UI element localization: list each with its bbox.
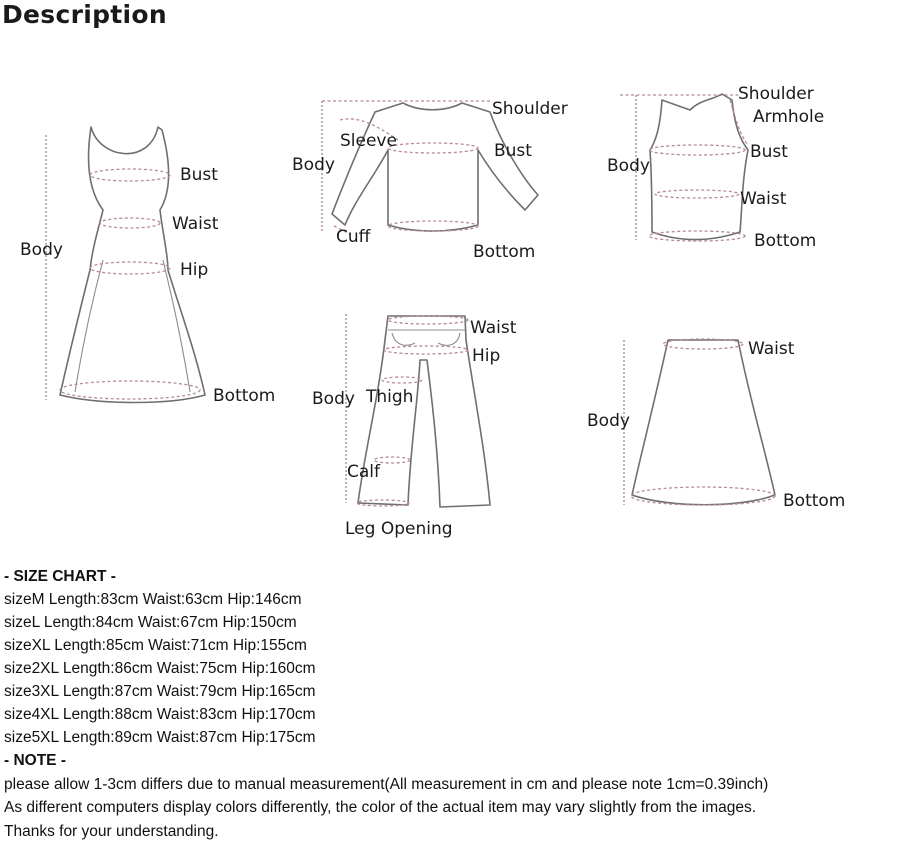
- dress-bottom-line: [59, 380, 201, 400]
- skirt-waist-line: [662, 338, 744, 350]
- dress-bottom-label: Bottom: [213, 386, 275, 406]
- vest-bust-label: Bust: [750, 142, 788, 162]
- vest-bottom-label: Bottom: [754, 231, 816, 251]
- dress-hip-line: [89, 261, 171, 275]
- dress-panel-line-left: [74, 259, 104, 393]
- top-bottom-line: [387, 220, 479, 232]
- note-line: please allow 1-3cm differs due to manual…: [4, 775, 769, 793]
- top-sleeve-label: Sleeve: [340, 131, 397, 151]
- pants-thigh-line: [381, 376, 423, 384]
- skirt-outline: [631, 339, 776, 506]
- dress-hip-label: Hip: [180, 260, 208, 280]
- measurement-diagrams: Bust Waist Hip Body Bottom Shoulder Slee…: [20, 84, 845, 539]
- size-row: sizeXL Length:85cm Waist:71cm Hip:155cm: [4, 637, 307, 654]
- vest-body-label: Body: [607, 156, 650, 176]
- vest-armhole-line: [729, 99, 749, 146]
- note-line: Thanks for your understanding.: [4, 822, 219, 840]
- pants-outline: [357, 315, 491, 508]
- top-bottom-label: Bottom: [473, 242, 535, 262]
- vest-outline: [649, 93, 749, 241]
- pants-body-label: Body: [312, 389, 355, 409]
- pants-waist-label: Waist: [470, 318, 517, 338]
- size-row: sizeL Length:84cm Waist:67cm Hip:150cm: [4, 614, 297, 631]
- pants-thigh-label: Thigh: [365, 387, 413, 407]
- top-bust-label: Bust: [494, 141, 532, 161]
- skirt-bottom-label: Bottom: [783, 491, 845, 511]
- vest-bust-line: [648, 144, 746, 156]
- top-bust-line: [387, 142, 479, 154]
- top-outline: [331, 102, 539, 232]
- top-cuff-label: Cuff: [336, 227, 372, 247]
- dress-bust-line: [89, 168, 171, 182]
- top-cuff-line: [333, 225, 351, 235]
- size-row: size2XL Length:86cm Waist:75cm Hip:160cm: [4, 660, 316, 677]
- dress-body-label: Body: [20, 240, 63, 260]
- note-heading: - NOTE -: [4, 752, 66, 769]
- vest-waist-label: Waist: [740, 189, 787, 209]
- size-chart: - SIZE CHART - sizeM Length:83cm Waist:6…: [4, 565, 316, 749]
- skirt-bottom-line: [630, 486, 776, 506]
- pants-hip-line: [383, 345, 469, 355]
- pants-diagram: Waist Hip Body Thigh Calf Leg Opening: [312, 314, 517, 539]
- skirt-body-label: Body: [587, 411, 630, 431]
- dress-bust-label: Bust: [180, 165, 218, 185]
- vest-waist-line: [654, 189, 740, 199]
- top-sleeve-line: [339, 118, 399, 141]
- page-title: Description: [2, 0, 167, 29]
- vest-bottom-line: [648, 230, 746, 242]
- pants-leg-opening-label: Leg Opening: [345, 519, 453, 539]
- note-section: - NOTE - please allow 1-3cm differs due …: [4, 749, 768, 843]
- top-diagram: Shoulder Sleeve Body Bust Cuff Bottom: [292, 99, 568, 262]
- dress-diagram: Bust Waist Hip Body Bottom: [20, 126, 275, 406]
- size-row: size3XL Length:87cm Waist:79cm Hip:165cm: [4, 683, 316, 700]
- dress-waist-label: Waist: [172, 214, 219, 234]
- size-row: size4XL Length:88cm Waist:83cm Hip:170cm: [4, 706, 316, 723]
- top-body-label: Body: [292, 155, 335, 175]
- size-row: size5XL Length:89cm Waist:87cm Hip:175cm: [4, 729, 316, 746]
- pants-hip-label: Hip: [472, 346, 500, 366]
- pants-calf-label: Calf: [347, 462, 381, 482]
- top-shoulder-label: Shoulder: [492, 99, 568, 119]
- note-line: As different computers display colors di…: [4, 799, 757, 816]
- pants-leg-opening-line: [356, 499, 410, 507]
- vest-diagram: Shoulder Armhole Body Bust Waist Bottom: [607, 84, 824, 251]
- pants-calf-line: [373, 456, 411, 464]
- size-row: sizeM Length:83cm Waist:63cm Hip:146cm: [4, 591, 302, 608]
- dress-outline: [59, 126, 206, 404]
- skirt-diagram: Waist Body Bottom: [587, 338, 845, 511]
- vest-shoulder-label: Shoulder: [738, 84, 814, 104]
- pants-pocket-right: [437, 332, 461, 346]
- pants-pocket-left: [391, 332, 416, 346]
- dress-waist-line: [99, 217, 161, 229]
- skirt-waist-label: Waist: [748, 339, 795, 359]
- pants-waist-line: [387, 315, 469, 325]
- size-chart-heading: - SIZE CHART -: [4, 568, 116, 585]
- vest-armhole-label: Armhole: [753, 107, 824, 127]
